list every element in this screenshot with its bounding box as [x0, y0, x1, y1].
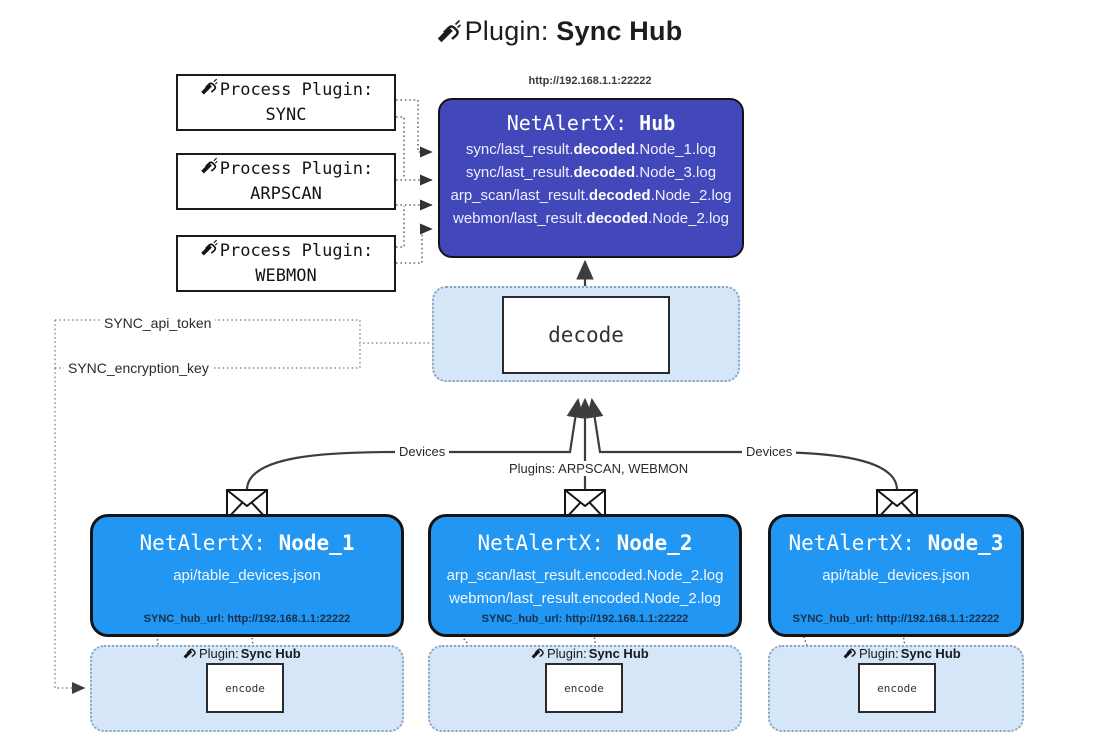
node-box-node-3[interactable]: NetAlertX: Node_3 api/table_devices.json… — [768, 514, 1024, 637]
log-pre: sync/last_result. — [465, 164, 574, 181]
node-title-prefix: NetAlertX: — [139, 531, 279, 555]
node-footer: SYNC_hub_url: http://192.168.1.1:22222 — [143, 613, 351, 625]
node-line: api/table_devices.json — [173, 567, 321, 584]
secret-label-encryption-key: SYNC_encryption_key — [64, 360, 213, 376]
encoder-plugin-name: Sync Hub — [588, 646, 649, 661]
process-plugin-line2: SYNC — [265, 104, 307, 125]
page-title-name: Sync Hub — [556, 16, 683, 46]
process-plugin-line1: Process Plugin: — [219, 79, 374, 100]
node-title-name: Node_3 — [927, 531, 1004, 555]
log-pre: arp_scan/last_result. — [450, 187, 589, 204]
node-box-node-1[interactable]: NetAlertX: Node_1 api/table_devices.json… — [90, 514, 404, 637]
node-footer: SYNC_hub_url: http://192.168.1.1:22222 — [481, 613, 689, 625]
process-plugin-line1: Process Plugin: — [219, 158, 374, 179]
log-post: .Node_2.log — [648, 210, 729, 227]
node-line: api/table_devices.json — [822, 567, 970, 584]
log-em: decoded — [573, 164, 636, 181]
log-post: .Node_1.log — [635, 141, 717, 158]
process-plugin-line1: Process Plugin: — [219, 240, 374, 261]
node-line: webmon/last_result.encoded.Node_2.log — [449, 590, 721, 607]
plug-icon — [182, 645, 197, 662]
log-em: decoded — [586, 210, 649, 227]
node-title-prefix: NetAlertX: — [788, 531, 928, 555]
plug-icon — [435, 19, 461, 50]
node-title-prefix: NetAlertX: — [477, 531, 617, 555]
process-plugin-box-sync[interactable]: Process Plugin: SYNC — [176, 74, 396, 131]
encode-box-node-1[interactable]: encode — [206, 663, 284, 713]
process-plugin-line2: WEBMON — [255, 265, 317, 286]
encoder-plugin-tag: Plugin: Sync Hub — [530, 645, 649, 662]
hub-title: NetAlertX: Hub — [440, 111, 742, 135]
plug-icon — [199, 78, 218, 103]
hub-title-name: Hub — [639, 111, 676, 135]
node-title: NetAlertX: Node_2 — [431, 531, 739, 555]
node-line: arp_scan/last_result.encoded.Node_2.log — [446, 567, 724, 584]
hub-node[interactable]: NetAlertX: Hub sync/last_result.decoded.… — [438, 98, 744, 258]
edge-label-devices-left: Devices — [395, 444, 450, 459]
encoder-plugin-tag: Plugin: Sync Hub — [842, 645, 961, 662]
plug-icon — [530, 645, 545, 662]
edge-label-plugins-middle: Plugins: ARPSCAN, WEBMON — [505, 461, 693, 476]
hub-log-line: sync/last_result.decoded.Node_3.log — [440, 164, 742, 181]
process-plugin-box-webmon[interactable]: Process Plugin: WEBMON — [176, 235, 396, 292]
log-pre: sync/last_result. — [465, 141, 574, 158]
log-post: .Node_2.log — [650, 187, 732, 204]
node-title: NetAlertX: Node_3 — [771, 531, 1021, 555]
decode-box[interactable]: decode — [502, 296, 670, 374]
encoder-plugin-label: Plugin: — [859, 646, 899, 661]
hub-log-line: sync/last_result.decoded.Node_1.log — [440, 141, 742, 158]
encode-box-node-3[interactable]: encode — [858, 663, 936, 713]
hub-title-prefix: NetAlertX: — [506, 111, 640, 135]
edge-label-devices-right: Devices — [742, 444, 797, 459]
secret-label-api-token: SYNC_api_token — [100, 315, 216, 331]
encoder-plugin-label: Plugin: — [199, 646, 239, 661]
log-post: .Node_3.log — [635, 164, 717, 181]
encoder-plugin-tag: Plugin: Sync Hub — [182, 645, 301, 662]
plug-icon — [842, 645, 857, 662]
node-title: NetAlertX: Node_1 — [93, 531, 401, 555]
log-em: decoded — [588, 187, 651, 204]
plug-icon — [199, 239, 218, 264]
node-footer: SYNC_hub_url: http://192.168.1.1:22222 — [792, 613, 1000, 625]
log-em: decoded — [573, 141, 636, 158]
encode-box-node-2[interactable]: encode — [545, 663, 623, 713]
node-title-name: Node_1 — [278, 531, 355, 555]
hub-log-line: arp_scan/last_result.decoded.Node_2.log — [440, 187, 742, 204]
hub-url: http://192.168.1.1:22222 — [528, 75, 652, 87]
hub-log-line: webmon/last_result.decoded.Node_2.log — [440, 210, 742, 227]
page-title-label: Plugin: — [464, 16, 549, 46]
process-plugin-box-arpscan[interactable]: Process Plugin: ARPSCAN — [176, 153, 396, 210]
encoder-plugin-name: Sync Hub — [240, 646, 301, 661]
page-title: Plugin: Sync Hub — [0, 16, 1117, 50]
log-pre: webmon/last_result. — [453, 210, 587, 227]
encoder-plugin-label: Plugin: — [547, 646, 587, 661]
node-title-name: Node_2 — [616, 531, 693, 555]
encoder-plugin-name: Sync Hub — [900, 646, 961, 661]
node-box-node-2[interactable]: NetAlertX: Node_2 arp_scan/last_result.e… — [428, 514, 742, 637]
process-plugin-line2: ARPSCAN — [250, 183, 322, 204]
plug-icon — [199, 157, 218, 182]
